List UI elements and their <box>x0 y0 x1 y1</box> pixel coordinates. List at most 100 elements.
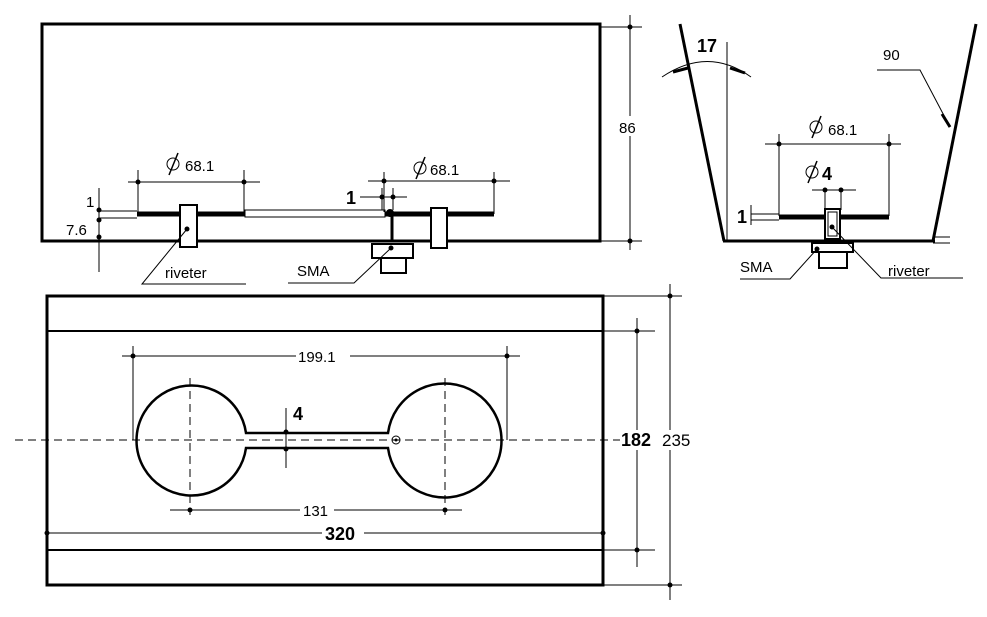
dimension-label: SMA <box>297 263 330 280</box>
slot-width-dimension: 4 <box>283 404 303 468</box>
drawing-line <box>618 116 644 136</box>
right-diameter-dimension: 68.1 <box>368 156 510 214</box>
drawing-line <box>818 251 848 269</box>
drawing-line <box>300 502 334 518</box>
drawing-line <box>244 209 386 218</box>
drawing-line <box>96 217 102 223</box>
dimension-label: 199.1 <box>298 349 336 366</box>
top-view: 199.1 4 131 320 182 <box>15 284 699 600</box>
diameter-icon <box>805 160 819 184</box>
drawing-line <box>634 547 640 553</box>
drawing-line <box>442 507 448 513</box>
drawing-line <box>667 293 673 299</box>
dimension-label: 320 <box>325 524 355 544</box>
left-diameter-dimension: 68.1 <box>128 152 260 214</box>
dimension-label: riveter <box>888 263 930 280</box>
riveter-callout: riveter <box>140 228 246 285</box>
inner-width-dimension: 182 <box>603 318 658 567</box>
dimension-label: 4 <box>822 164 832 184</box>
drawing-line <box>667 582 673 588</box>
drawing-line <box>288 247 392 284</box>
drawing-line <box>877 69 951 128</box>
length-dimension: 320 <box>44 524 606 544</box>
dimension-label: 17 <box>697 36 717 56</box>
height-dim-label: 86 <box>619 120 636 137</box>
dimension-label: 182 <box>621 430 651 450</box>
dimension-label: 1 <box>737 207 747 227</box>
side-view: 86 68.1 68.1 <box>40 15 644 285</box>
feed-diameter-dimension: 4 <box>805 160 856 210</box>
drawing-line <box>140 228 246 285</box>
drawing-line <box>678 23 726 242</box>
diameter-icon <box>413 156 427 180</box>
drawing-line <box>135 382 503 499</box>
drawing-line <box>135 179 141 185</box>
drawing-line <box>322 524 364 542</box>
drawing-line <box>381 178 387 184</box>
end-thickness-dimension: 1 <box>737 205 779 227</box>
end-sma-callout: SMA <box>740 248 818 280</box>
drawing-line <box>661 430 699 450</box>
dimension-label: 7.6 <box>66 222 87 239</box>
drawing-line <box>491 178 497 184</box>
drawing-line <box>391 435 401 445</box>
drawing-line <box>600 530 606 536</box>
dimension-label: 90 <box>883 47 900 64</box>
dimension-label: 4 <box>293 404 303 424</box>
drawing-line <box>627 238 633 244</box>
drawing-line <box>627 24 633 30</box>
end-diameter-dimension: 68.1 <box>765 115 901 216</box>
drawing-line <box>380 257 407 274</box>
outer-spacing-dimension: 199.1 <box>122 346 520 440</box>
drawing-line <box>827 211 838 237</box>
riveter-left <box>179 204 198 248</box>
diameter-icon <box>166 152 180 176</box>
drawing-line <box>776 141 782 147</box>
end-view: 17 90 68.1 4 1 <box>661 23 978 280</box>
drawing-line <box>130 353 136 359</box>
drawing-line <box>886 141 892 147</box>
drawing-line <box>283 446 289 452</box>
drawing-line <box>729 66 746 75</box>
drawing-line <box>822 187 828 193</box>
drawing-line <box>740 248 818 280</box>
dimension-label: 68.1 <box>828 122 857 139</box>
wall-callout: 90 <box>877 47 952 128</box>
drawing-line <box>394 438 398 442</box>
dimension-label: 131 <box>303 503 328 520</box>
drawing-line <box>96 234 102 240</box>
drawing-line <box>831 226 963 279</box>
drawing-line <box>940 113 952 128</box>
drawing-line <box>672 66 689 74</box>
riveter-right <box>430 207 448 249</box>
dimension-label: 68.1 <box>185 158 214 175</box>
height-dimension: 86 <box>600 15 644 250</box>
feed-width-dimension: 1 <box>346 188 407 210</box>
tilt-angle-dimension: 17 <box>661 36 752 240</box>
drawing-line <box>283 429 289 435</box>
dimension-label: 235 <box>662 431 690 450</box>
outer-width-dimension: 235 <box>603 284 699 600</box>
center-spacing-dimension: 131 <box>170 502 462 520</box>
drawing-line <box>187 507 193 513</box>
drawing-line <box>838 187 844 193</box>
dimension-label: 1 <box>86 194 94 211</box>
drawing-line <box>96 207 102 213</box>
dimension-label: 1 <box>346 188 356 208</box>
dimension-label: 68.1 <box>430 162 459 179</box>
drawing-line <box>379 194 385 200</box>
drawing-line <box>390 194 396 200</box>
dimension-label: riveter <box>165 265 207 282</box>
cavity-outline <box>40 22 602 243</box>
drawing-line <box>504 353 510 359</box>
dimension-label: SMA <box>740 259 773 276</box>
dumbbell-patch <box>15 378 642 515</box>
drawing-line <box>44 530 50 536</box>
sma-callout: SMA <box>288 247 392 284</box>
left-dimensions: 1 7.6 <box>66 188 137 272</box>
drawing-line <box>296 348 350 364</box>
diameter-icon <box>809 115 823 139</box>
drawing-line <box>241 179 247 185</box>
